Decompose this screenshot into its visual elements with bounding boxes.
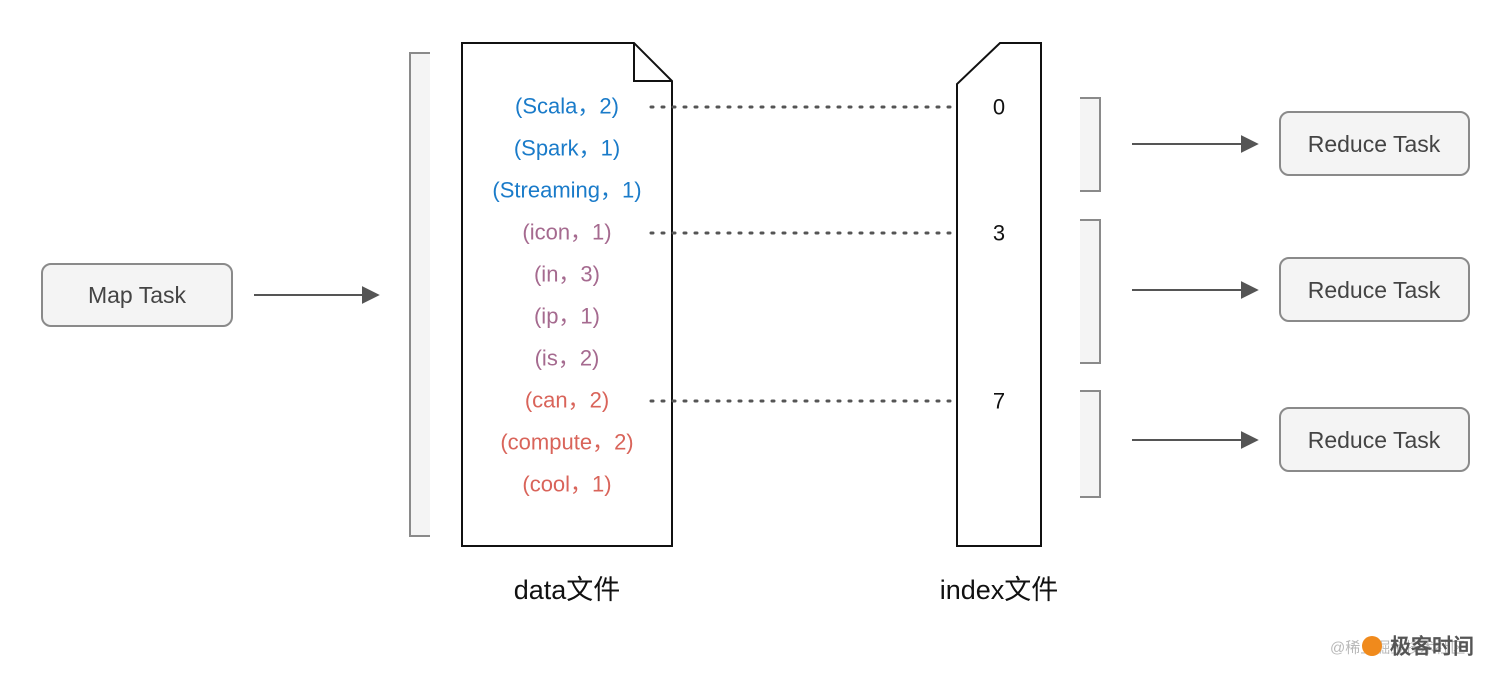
partition-0: Reduce Task — [1080, 97, 1470, 192]
record-0: (Scala，2) — [515, 94, 619, 119]
record-4: (in，3) — [534, 262, 600, 287]
record-2: (Streaming，1) — [492, 178, 641, 203]
offset-connectors — [649, 105, 980, 403]
partition-bracket — [1080, 390, 1101, 498]
record-1: (Spark，1) — [514, 136, 620, 161]
map-task-node: Map Task — [41, 263, 233, 327]
data-file-outline — [461, 42, 673, 547]
map-task-label: Map Task — [88, 282, 187, 308]
partition-1: Reduce Task — [1080, 219, 1470, 364]
record-9: (cool，1) — [522, 472, 611, 497]
reduce-task-box — [1279, 407, 1470, 472]
partition-bracket-fill — [1080, 98, 1100, 191]
reduce-task-label: Reduce Task — [1308, 277, 1441, 303]
partition-bracket — [1080, 219, 1101, 364]
record-3: (icon，1) — [522, 220, 611, 245]
reduce-task-label: Reduce Task — [1308, 427, 1441, 453]
record-6: (is，2) — [535, 346, 600, 371]
reduce-task-box — [1279, 257, 1470, 322]
index-offset-2: 7 — [993, 389, 1005, 414]
reduce-task-label: Reduce Task — [1308, 131, 1441, 157]
index-file-offsets: 0 3 7 — [993, 95, 1005, 414]
data-file-fold — [633, 43, 672, 82]
partition-bracket — [1080, 97, 1101, 192]
data-file-records: (Scala，2) (Spark，1) (Streaming，1) (icon，1) (… — [492, 94, 641, 497]
partition-bracket-fill — [1080, 220, 1100, 363]
index-file-caption: index文件 — [940, 575, 1059, 605]
reduce-task-box — [1279, 111, 1470, 176]
data-file-bracket — [409, 52, 430, 537]
partition-bracket-fill — [1080, 391, 1100, 497]
index-file: 0 3 7 — [956, 42, 1042, 547]
watermark-logo-icon — [1362, 636, 1382, 656]
data-file: (Scala，2) (Spark，1) (Streaming，1) (icon，1) (… — [461, 42, 673, 547]
record-8: (compute，2) — [500, 430, 633, 455]
watermark-right-text: 极客时间 — [1390, 635, 1474, 659]
watermark: @稀土掘金技术社区 极客时间 — [1330, 635, 1474, 659]
record-5: (ip，1) — [534, 304, 600, 329]
map-task-box — [41, 263, 233, 327]
record-7: (can，2) — [525, 388, 609, 413]
index-offset-1: 3 — [993, 221, 1005, 246]
index-offset-0: 0 — [993, 95, 1005, 120]
data-file-caption: data文件 — [514, 575, 621, 605]
partition-2: Reduce Task — [1080, 390, 1470, 498]
index-file-outline — [956, 42, 1042, 547]
